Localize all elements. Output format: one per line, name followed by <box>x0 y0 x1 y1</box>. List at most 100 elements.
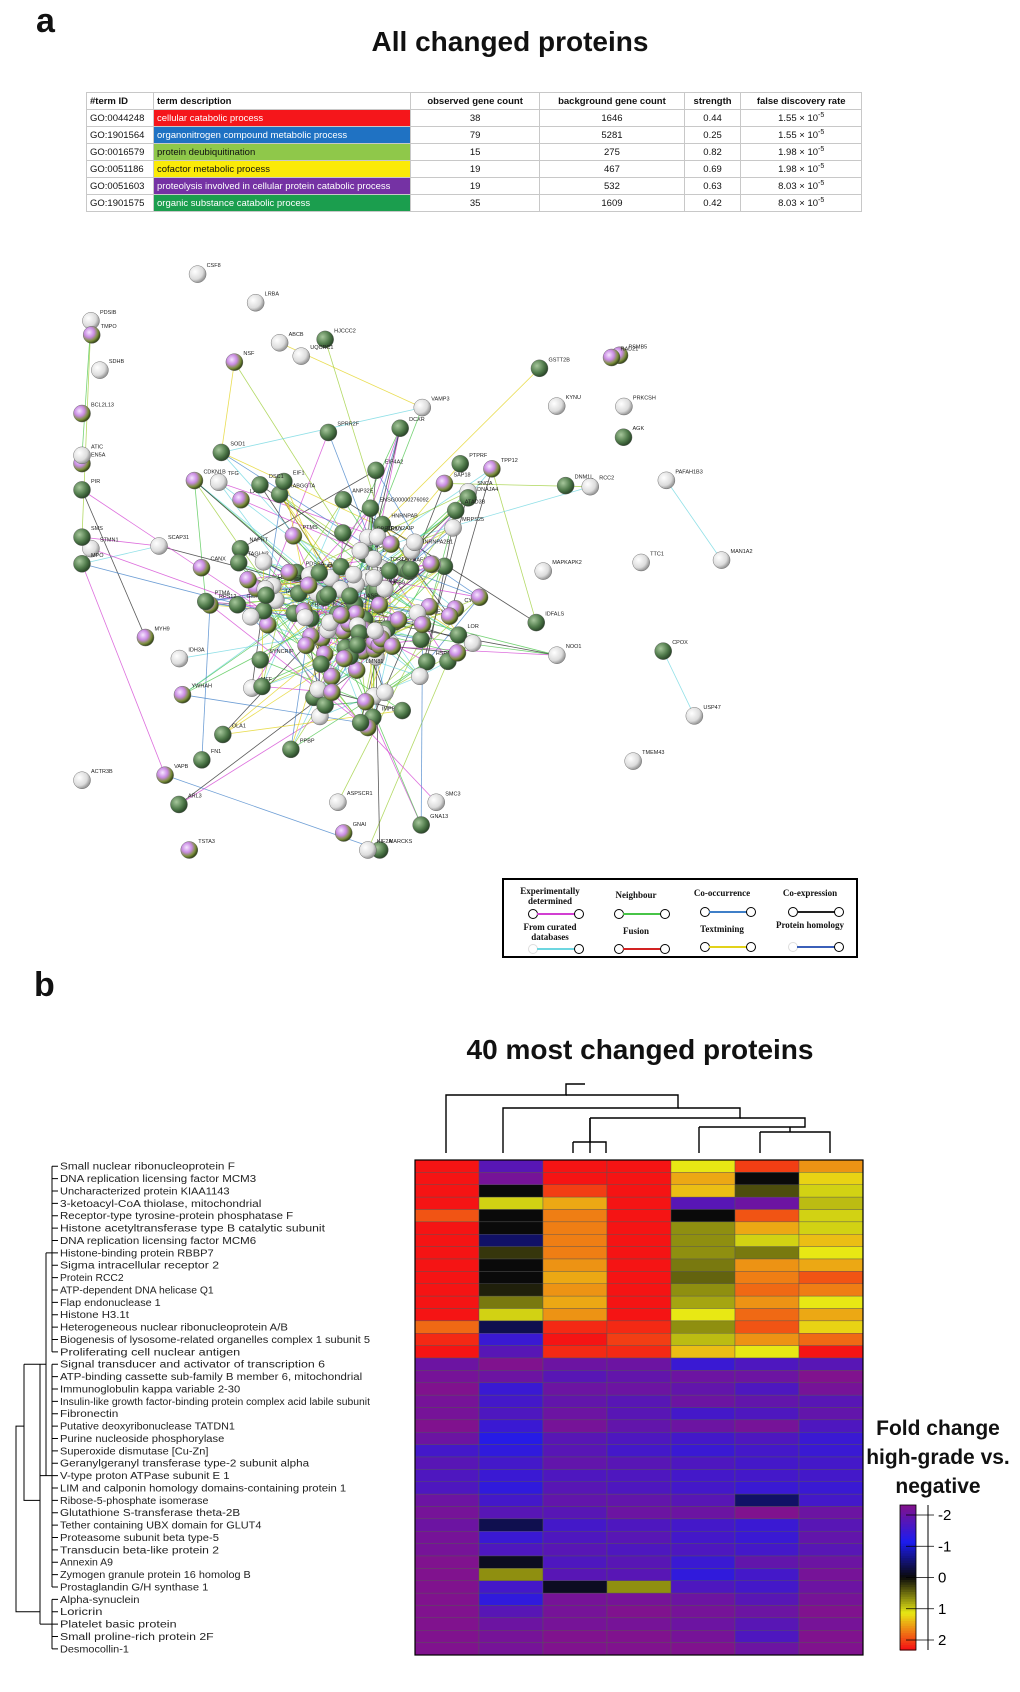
protein-node <box>534 562 552 580</box>
protein-node <box>351 542 370 560</box>
colorbar-segment <box>900 1517 916 1521</box>
protein-node <box>413 398 431 417</box>
heatmap-cell <box>606 1469 672 1482</box>
heatmap-cell <box>798 1357 864 1371</box>
cell-background: 5281 <box>539 126 685 144</box>
col-term-id: #term ID <box>86 92 154 110</box>
protein-node <box>312 655 330 673</box>
node-label: DNAJA4 <box>477 487 498 493</box>
protein-node <box>239 571 257 589</box>
network-edge <box>220 362 235 453</box>
cell-observed: 35 <box>409 194 541 212</box>
heatmap-cell <box>414 1246 480 1260</box>
heatmap-cell <box>606 1159 672 1173</box>
colorbar-segment <box>900 1565 916 1569</box>
heatmap-cell <box>670 1407 736 1421</box>
node-label: TTC1 <box>650 551 664 557</box>
heatmap-cell <box>670 1617 736 1631</box>
heatmap-cell <box>606 1617 672 1631</box>
network-edge <box>309 507 371 576</box>
protein-node <box>332 606 350 624</box>
heatmap-cell <box>478 1184 544 1198</box>
cell-observed: 79 <box>409 126 541 144</box>
node-label: EN5A <box>91 453 106 459</box>
heatmap-cell <box>542 1580 608 1594</box>
node-label: PSMB5 <box>629 344 648 350</box>
heatmap-cell <box>478 1580 544 1594</box>
row-label: Geranylgeranyl transferase type-2 subuni… <box>60 1459 310 1470</box>
network-edge <box>337 491 469 615</box>
protein-node <box>470 588 489 607</box>
protein-node <box>391 419 409 437</box>
colorbar-tick-label: -1 <box>938 1538 951 1555</box>
heatmap-cell <box>606 1642 672 1656</box>
heatmap-cell <box>606 1481 672 1495</box>
row-label: Desmocollin-1 <box>60 1644 129 1655</box>
legend-node-icon <box>834 942 844 952</box>
heatmap-cell <box>670 1258 736 1272</box>
node-label: PIR <box>91 479 100 485</box>
heatmap-cell <box>734 1642 800 1656</box>
colorbar-segment <box>900 1567 916 1571</box>
protein-node <box>180 841 198 859</box>
colorbar-segment <box>900 1543 916 1547</box>
heatmap-cell <box>670 1184 736 1198</box>
heatmap-cell <box>478 1555 544 1569</box>
network-edge <box>662 650 695 717</box>
cell-term-id: GO:1901575 <box>86 194 154 212</box>
heatmap-cell <box>606 1172 672 1185</box>
heatmap-cell <box>478 1209 544 1223</box>
node-label: STMN1 <box>100 538 119 544</box>
heatmap-cell <box>670 1283 736 1297</box>
protein-node <box>712 551 731 569</box>
heatmap-cell <box>478 1543 544 1557</box>
row-label: Flap endonuclease 1 <box>60 1298 161 1309</box>
heatmap-cell <box>734 1196 800 1210</box>
heatmap-cell <box>542 1221 608 1235</box>
cell-strength: 0.25 <box>683 126 742 144</box>
node-label: NOO1 <box>566 644 582 650</box>
colorbar-segment <box>900 1558 916 1562</box>
network-edge <box>296 499 344 573</box>
node-label: TMPO <box>101 324 118 330</box>
protein-node <box>383 637 402 655</box>
row-label: Ribose-5-phosphate isomerase <box>60 1496 209 1507</box>
row-label: Histone acetyltransferase type B catalyt… <box>60 1224 325 1235</box>
colorbar-segment <box>900 1608 916 1612</box>
network-edge <box>349 656 422 826</box>
colorbar-segment <box>900 1577 916 1581</box>
colorbar-tick-label: 2 <box>938 1632 946 1649</box>
protein-node <box>556 476 575 495</box>
protein-node <box>251 476 269 494</box>
heatmap-cell <box>670 1308 736 1322</box>
node-label: SAP18 <box>453 472 470 478</box>
heatmap-cell <box>542 1382 608 1396</box>
heatmap-cell <box>734 1357 800 1371</box>
protein-node <box>280 563 298 582</box>
protein-node <box>83 326 101 344</box>
legend-homology: Protein homology <box>775 920 845 930</box>
protein-node <box>411 667 429 686</box>
heatmap-cell <box>670 1394 736 1408</box>
network-edge <box>240 470 377 550</box>
heatmap-cell <box>414 1394 480 1408</box>
colorbar-segment <box>900 1563 916 1567</box>
protein-node <box>73 481 91 499</box>
heatmap-cell <box>414 1506 480 1520</box>
heatmap-cell <box>798 1469 864 1482</box>
heatmap-cell <box>478 1357 544 1371</box>
node-label: NSF <box>243 351 255 357</box>
heatmap-cell <box>798 1333 864 1346</box>
protein-node <box>257 586 275 604</box>
heatmap-cell <box>798 1394 864 1408</box>
cell-background: 467 <box>539 160 685 178</box>
protein-node <box>319 586 337 604</box>
node-label: ANP32E <box>352 489 373 495</box>
heatmap-cell <box>734 1382 800 1396</box>
row-label: Glutathione S-transferase theta-2B <box>60 1508 241 1519</box>
row-label: V-type proton ATPase subunit E 1 <box>60 1471 230 1482</box>
legend-line-fusion <box>623 948 661 950</box>
heatmap-cell <box>414 1568 480 1581</box>
heatmap-cell <box>798 1196 864 1210</box>
